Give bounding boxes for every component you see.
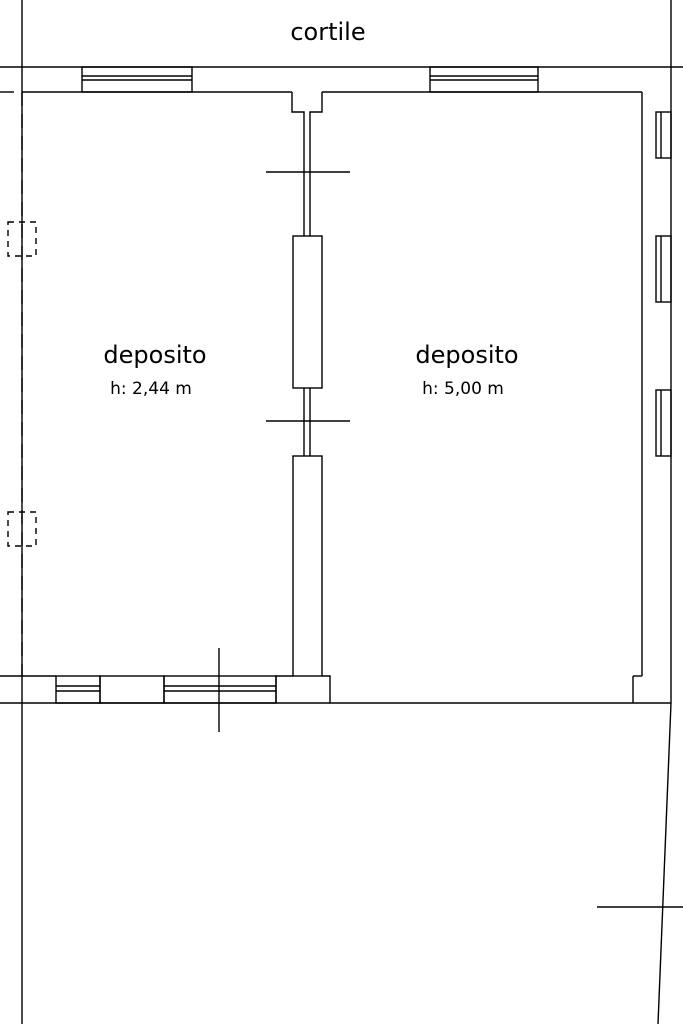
right-window-2 <box>655 235 672 303</box>
partition-wall <box>266 92 350 703</box>
room-right-height: h: 5,00 m <box>422 379 504 399</box>
right-window-1 <box>655 111 672 159</box>
top-window-left <box>81 66 193 93</box>
courtyard-label: cortile <box>290 18 365 46</box>
room-left-height: h: 2,44 m <box>110 379 192 399</box>
room-left-name: deposito <box>103 341 206 369</box>
left-dashed-boundary <box>0 91 37 676</box>
room-right-name: deposito <box>415 341 518 369</box>
lower-boundary <box>597 702 683 1024</box>
top-window-right <box>429 66 539 93</box>
bottom-wall <box>0 648 671 732</box>
right-wall <box>632 67 672 703</box>
right-window-3 <box>655 389 672 457</box>
